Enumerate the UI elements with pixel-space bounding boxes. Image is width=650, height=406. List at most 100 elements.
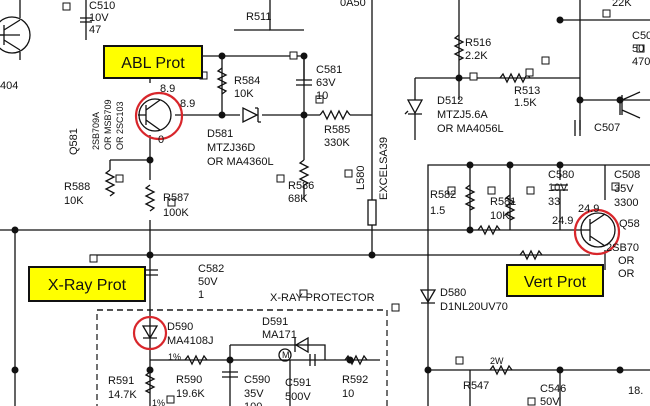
- svg-text:M: M: [282, 350, 290, 360]
- vert-prot-label: Vert Prot: [524, 274, 587, 291]
- label-c580-v: 10V: [548, 182, 568, 194]
- label-r587-ref: R587: [163, 192, 189, 204]
- label-r547: R547: [463, 380, 489, 392]
- vert-prot-callout: Vert Prot: [506, 264, 604, 297]
- label-1pct-a: 1%: [168, 352, 181, 362]
- label-d580-ref: D580: [440, 287, 466, 299]
- label-v89b: 8.9: [180, 98, 195, 110]
- label-c590-ref: C590: [244, 374, 270, 386]
- label-r585-ref: R585: [324, 124, 350, 136]
- q581-highlight-circle: [134, 91, 184, 141]
- r586-resistor-symbol: [298, 159, 310, 186]
- label-q58-p3: OR: [618, 268, 635, 280]
- abl-prot-label: ABL Prot: [121, 55, 185, 72]
- r584-resistor-symbol: [216, 67, 228, 95]
- d580-diode-symbol: [419, 289, 437, 304]
- label-c582-v: 50V: [198, 276, 218, 288]
- label-c510-ref: C510: [89, 0, 115, 12]
- label-d512-ref: D512: [437, 95, 463, 107]
- label-q581-ref: Q581: [68, 128, 80, 155]
- label-c582-ref: C582: [198, 263, 224, 275]
- label-v249a: 24.9: [578, 203, 599, 215]
- label-r513-val: 1.5K: [514, 97, 537, 109]
- label-r586-val: 68K: [288, 193, 308, 205]
- l580-inductor-symbol: [367, 199, 377, 226]
- label-c546-ref: C546: [540, 383, 566, 395]
- label-c510-val: 47: [89, 24, 101, 36]
- label-r581-ref: R581: [490, 196, 516, 208]
- label-l580: L580: [355, 166, 367, 190]
- label-r584-ref: R584: [234, 75, 260, 87]
- label-r582-val: 1.5: [430, 205, 445, 217]
- label-r581-val: 10K: [490, 210, 510, 222]
- label-q404: 404: [0, 80, 18, 92]
- label-q581-p3: OR 2SC103: [115, 101, 125, 150]
- label-r588-val: 10K: [64, 195, 84, 207]
- label-c546-v: 50V: [540, 396, 560, 406]
- label-c580-ref: C580: [548, 169, 574, 181]
- label-d590-ref: D590: [167, 321, 193, 333]
- label-r588-ref: R588: [64, 181, 90, 193]
- label-r547-w: 2W: [490, 356, 504, 366]
- label-r591-val: 14.7K: [108, 389, 137, 401]
- q404-transistor-symbol: [0, 16, 31, 54]
- label-c50-a: C50: [632, 30, 650, 42]
- label-c591-v: 500V: [285, 391, 311, 403]
- label-q58-p1: 2SB70: [606, 242, 639, 254]
- label-d590-p1: MA4108J: [167, 335, 213, 347]
- d590-highlight-circle: [132, 315, 168, 351]
- label-d512-p2: OR MA4056L: [437, 123, 504, 135]
- label-r516-val: 2.2K: [465, 50, 488, 62]
- label-c581-ref: C581: [316, 64, 342, 76]
- label-c582-val: 1: [198, 289, 204, 301]
- label-r582-ref: R582: [430, 189, 456, 201]
- label-r591-ref: R591: [108, 375, 134, 387]
- label-d581-p1: MTZJ36D: [207, 142, 255, 154]
- label-r587-val: 100K: [163, 207, 189, 219]
- label-xprot: X-RAY PROTECTOR: [270, 292, 375, 304]
- abl-prot-callout: ABL Prot: [103, 45, 203, 79]
- label-q58-ref: Q58: [619, 218, 640, 230]
- label-v249b: 24.9: [552, 215, 573, 227]
- xray-prot-callout: X-Ray Prot: [28, 266, 146, 302]
- junctions: [11, 16, 624, 374]
- label-q581-p1: 2SB709A: [91, 112, 101, 150]
- label-c581-val: 10: [316, 90, 328, 102]
- label-r585-val: 330K: [324, 137, 350, 149]
- label-r511: R511: [246, 11, 271, 23]
- label-excel: EXCELSA39: [378, 137, 390, 200]
- label-c510-v: 10V: [89, 12, 109, 24]
- label-r590-val: 19.6K: [176, 388, 205, 400]
- label-22k: 22K: [612, 0, 632, 9]
- r585-resistor-symbol: [319, 109, 351, 121]
- label-c508-ref: C508: [614, 169, 640, 181]
- label-r592-ref: R592: [342, 374, 368, 386]
- label-d512-p1: MTZJ5.6A: [437, 109, 488, 121]
- label-d581-p2: OR MA4360L: [207, 156, 274, 168]
- label-v0: 0: [158, 134, 164, 146]
- label-r513-ref: R513: [514, 85, 540, 97]
- xray-prot-label: X-Ray Prot: [48, 277, 127, 294]
- label-c50-c: 470: [632, 56, 650, 68]
- label-r592-val: 10: [342, 388, 354, 400]
- label-c580-val: 33: [548, 196, 560, 208]
- label-1pct-b: 1%: [152, 398, 165, 406]
- label-q58-p2: OR: [618, 255, 635, 267]
- label-v89a: 8.9: [160, 83, 175, 95]
- label-c50-b: 50: [632, 43, 644, 55]
- label-d591-p1: MA171: [262, 329, 297, 341]
- label-va0: 0A50: [340, 0, 366, 9]
- label-c581-v: 63V: [316, 77, 336, 89]
- components: M: [0, 16, 641, 406]
- label-c507: C507: [594, 122, 620, 134]
- label-q581-p2: OR MSB709: [103, 99, 113, 150]
- label-c590-val: 100: [244, 401, 262, 406]
- q58-highlight-circle: [573, 208, 621, 256]
- r587-resistor-symbol: [144, 184, 156, 212]
- label-d580-p1: D1NL20UV70: [440, 301, 508, 313]
- label-c508-v: 35V: [614, 183, 634, 195]
- test-points: [62, 2, 645, 406]
- label-c508-val: 3300: [614, 197, 638, 209]
